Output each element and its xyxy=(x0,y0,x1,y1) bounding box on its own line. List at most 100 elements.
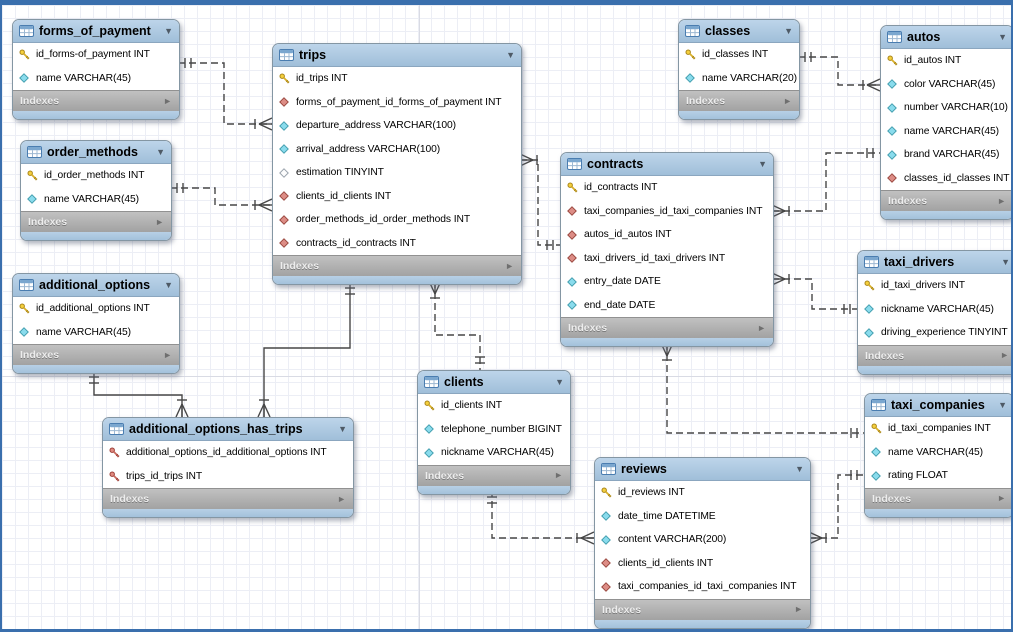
collapse-arrow-icon[interactable]: ▼ xyxy=(156,146,165,157)
table-header[interactable]: clients ▼ xyxy=(418,371,570,394)
table-header[interactable]: forms_of_payment▼ xyxy=(13,20,179,43)
collapse-arrow-icon[interactable]: ▼ xyxy=(506,49,515,60)
table-header[interactable]: autos ▼ xyxy=(881,26,1011,49)
column-text: date_time DATETIME xyxy=(618,510,716,522)
primary-key-icon xyxy=(27,170,39,181)
collapse-arrow-icon[interactable]: ▼ xyxy=(1001,256,1010,267)
table-footer-strip xyxy=(21,232,171,240)
table-header[interactable]: additional_options_has_trips▼ xyxy=(103,418,353,441)
relationship-contracts-autos[interactable] xyxy=(772,152,880,212)
indexes-bar[interactable]: Indexes ► xyxy=(679,90,799,111)
column-text: color VARCHAR(45) xyxy=(904,78,996,90)
collapse-arrow-icon[interactable]: ▼ xyxy=(998,399,1007,410)
table-header[interactable]: taxi_drivers▼ xyxy=(858,251,1011,274)
expand-arrow-icon[interactable]: ► xyxy=(163,349,172,360)
column-row: telephone_number BIGINT xyxy=(418,418,570,442)
collapse-arrow-icon[interactable]: ▼ xyxy=(998,31,1007,42)
table-name: clients xyxy=(444,375,484,389)
collapse-arrow-icon[interactable]: ▼ xyxy=(758,158,767,169)
column-text: name VARCHAR(45) xyxy=(904,125,999,137)
relationship-reviews-taxi_companies[interactable] xyxy=(809,474,864,539)
expand-arrow-icon[interactable]: ► xyxy=(757,322,766,333)
indexes-bar[interactable]: Indexes► xyxy=(13,344,179,365)
expand-arrow-icon[interactable]: ► xyxy=(554,470,563,480)
indexes-bar[interactable]: Indexes► xyxy=(595,598,810,620)
foreign-key-icon xyxy=(601,581,613,592)
indexes-bar[interactable]: Indexes► xyxy=(418,464,570,486)
expand-arrow-icon[interactable]: ► xyxy=(794,604,803,614)
relationship-additional_options-additional_options_has_trips[interactable] xyxy=(93,370,183,417)
indexes-label: Indexes xyxy=(686,95,726,107)
indexes-bar[interactable]: Indexes► xyxy=(103,488,353,509)
table-header[interactable]: classes▼ xyxy=(679,20,799,43)
table-header[interactable]: additional_options▼ xyxy=(13,274,179,297)
expand-arrow-icon[interactable]: ► xyxy=(997,493,1006,503)
relationship-classes-autos[interactable] xyxy=(798,56,880,86)
table-icon xyxy=(109,423,124,435)
expand-arrow-icon[interactable]: ► xyxy=(337,493,346,504)
relationship-contracts-taxi_drivers[interactable] xyxy=(772,278,857,310)
indexes-bar[interactable]: Indexes► xyxy=(21,211,171,232)
cardinality-many-trips xyxy=(519,153,538,167)
table-icon xyxy=(871,399,886,411)
indexes-bar[interactable]: Indexes► xyxy=(561,317,773,338)
relationship-order_methods-trips[interactable] xyxy=(170,187,272,206)
indexes-bar[interactable]: Indexes► xyxy=(881,190,1011,211)
indexes-bar[interactable]: Indexes► xyxy=(273,255,521,276)
column-row: additional_options_id_additional_options… xyxy=(103,441,353,465)
collapse-arrow-icon[interactable]: ▼ xyxy=(795,463,804,474)
table-additional_options_has_trips[interactable]: additional_options_has_trips▼additional_… xyxy=(102,417,354,518)
table-reviews[interactable]: reviews▼ id_reviews INT date_time DATETIME… xyxy=(594,457,811,629)
indexes-bar[interactable]: Indexes► xyxy=(865,487,1011,509)
expand-arrow-icon[interactable]: ► xyxy=(783,95,792,106)
expand-arrow-icon[interactable]: ► xyxy=(997,195,1006,206)
table-forms_of_payment[interactable]: forms_of_payment▼ id_forms-of_payment INT… xyxy=(12,19,180,120)
collapse-arrow-icon[interactable]: ▼ xyxy=(555,376,564,387)
collapse-arrow-icon[interactable]: ▼ xyxy=(164,279,173,290)
table-name: autos xyxy=(907,30,941,44)
relationship-trips-clients[interactable] xyxy=(434,281,481,370)
expand-arrow-icon[interactable]: ► xyxy=(163,95,172,106)
table-header[interactable]: contracts▼ xyxy=(561,153,773,176)
collapse-arrow-icon[interactable]: ▼ xyxy=(784,25,793,36)
table-header[interactable]: order_methods▼ xyxy=(21,141,171,164)
cardinality-one-autos xyxy=(866,148,874,158)
column-text: id_taxi_companies INT xyxy=(888,423,991,435)
table-header[interactable]: trips▼ xyxy=(273,44,521,67)
attribute-nullable-icon xyxy=(279,167,291,178)
table-header[interactable]: reviews▼ xyxy=(595,458,810,481)
relationship-clients-reviews[interactable] xyxy=(491,490,594,539)
column-text: end_date DATE xyxy=(584,299,656,311)
relationship-trips-contracts[interactable] xyxy=(520,159,560,246)
relationship-forms_of_payment-trips[interactable] xyxy=(178,62,272,125)
collapse-arrow-icon[interactable]: ▼ xyxy=(338,423,347,434)
expand-arrow-icon[interactable]: ► xyxy=(1000,350,1009,360)
collapse-arrow-icon[interactable]: ▼ xyxy=(164,25,173,36)
relationship-trips-additional_options_has_trips[interactable] xyxy=(263,281,351,417)
column-text: order_methods_id_order_methods INT xyxy=(296,214,471,226)
column-text: id_reviews INT xyxy=(618,487,685,499)
attribute-icon xyxy=(601,511,613,522)
er-canvas[interactable]: forms_of_payment▼ id_forms-of_payment INT… xyxy=(2,5,1011,629)
table-additional_options[interactable]: additional_options▼id_additional_options… xyxy=(12,273,180,374)
indexes-bar[interactable]: Indexes► xyxy=(13,90,179,111)
column-text: autos_id_autos INT xyxy=(584,229,672,241)
table-header[interactable]: taxi_companies▼ xyxy=(865,394,1011,417)
expand-arrow-icon[interactable]: ► xyxy=(155,216,164,227)
expand-arrow-icon[interactable]: ► xyxy=(505,260,514,271)
column-text: id_forms-of_payment INT xyxy=(36,49,150,61)
column-row: driving_experience TINYINT xyxy=(858,321,1011,345)
indexes-bar[interactable]: Indexes► xyxy=(858,344,1011,366)
relationship-contracts-taxi_companies[interactable] xyxy=(666,343,864,434)
cardinality-many-trips xyxy=(254,117,273,131)
